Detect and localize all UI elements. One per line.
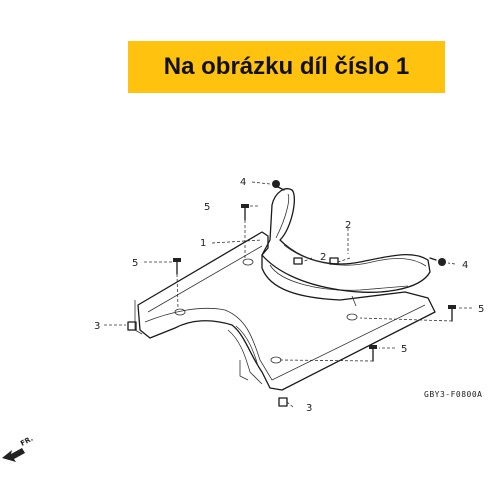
part-number-banner: Na obrázku díl číslo 1 [128, 41, 445, 93]
callout-2: 2 [320, 252, 326, 263]
bolt-4-a [272, 180, 285, 191]
callout-3: 3 [94, 321, 100, 332]
clip-2-a [293, 257, 303, 265]
screw-fasteners [127, 180, 456, 407]
bolt-4-b [429, 257, 446, 266]
diagram-code: GBY3-F0800A [424, 390, 482, 399]
callout-3: 3 [306, 403, 312, 414]
fr-label: FR. [19, 435, 34, 448]
leader-lines [104, 181, 472, 408]
screw-5-c [448, 305, 456, 322]
callout-4: 4 [462, 260, 468, 271]
callout-5: 5 [204, 202, 210, 213]
nut-3-a [127, 321, 137, 331]
callout-1: 1 [200, 238, 206, 249]
callout-5: 5 [132, 258, 138, 269]
callout-2: 2 [345, 220, 351, 231]
callout-5: 5 [401, 344, 407, 355]
screw-5-a [241, 204, 249, 221]
front-direction-arrow: FR. [2, 435, 34, 462]
clip-2-b [329, 257, 339, 265]
nut-3-b [278, 397, 288, 407]
callout-5: 5 [478, 304, 484, 315]
screw-5-d [369, 345, 377, 362]
callout-labels: 4 5 1 2 2 5 4 3 5 5 3 [94, 177, 484, 414]
screw-5-b [173, 258, 181, 275]
callout-4: 4 [240, 177, 246, 188]
banner-text: Na obrázku díl číslo 1 [163, 53, 410, 80]
front-cover-part [261, 188, 431, 293]
